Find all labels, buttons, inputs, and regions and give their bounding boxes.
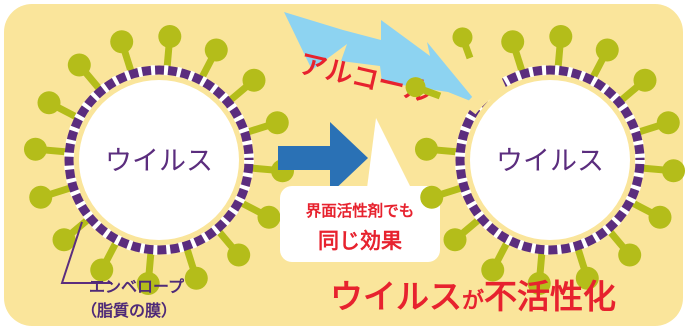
envelope-damage [464,76,508,115]
spike-knob [575,266,599,290]
result-part3: 不活性化 [484,277,616,316]
spike [443,215,484,252]
callout-line2: 同じ効果 [318,229,402,253]
envelope-label-line1: エンベロープ [89,277,185,296]
spike [90,238,121,282]
detached-spikes [405,27,474,100]
spike-knob [29,185,53,209]
spike-knob [67,53,91,77]
spike [628,198,672,229]
spike-knob [656,111,680,135]
spike [481,238,512,282]
spike-knob [52,228,76,252]
spike [639,159,686,183]
spike-knob [452,27,473,48]
spike-knob [501,30,525,54]
envelope-pointer-line [60,221,112,284]
spike [214,226,251,267]
result-part1: ウイルス [330,277,462,316]
spike-knob [227,243,251,267]
spike-knob [414,137,438,161]
spike-knob [443,228,467,252]
spike [52,215,93,252]
spike [23,137,70,161]
spike-knob [662,159,686,183]
envelope-label-line2: （脂質の膜） [81,301,177,320]
virus-spikes [23,24,295,296]
spike-knob [257,205,281,229]
spike-knob [37,91,61,115]
spike-knob [184,266,208,290]
spike [67,53,104,94]
spike [243,111,289,137]
spike [158,24,182,71]
spike-knob [265,111,289,135]
spike-knob [90,258,114,282]
spike [527,249,551,296]
spike-knob [527,272,551,296]
spike-knob [204,38,228,62]
spike-knob [481,258,505,282]
virus-spikes [414,24,686,296]
spike [37,91,81,122]
spike [110,30,136,76]
spike [182,244,208,290]
virus-body [79,80,239,240]
result-part2: が [462,288,484,314]
spike [452,27,474,60]
spike [405,77,442,100]
right-virus-label: ウイルス [496,146,604,177]
virus-icon: ウイルス [23,24,295,296]
spike-knob [242,68,266,92]
spike [549,24,573,71]
spike [605,226,642,267]
spike-knob [420,185,444,209]
right-arrow-icon [278,122,368,194]
virus-body [470,80,630,240]
virus-envelope-dashes [64,65,254,255]
spike-knob [136,272,160,296]
spike [616,68,657,105]
left-virus-label: ウイルス [105,146,213,177]
spike-knob [23,137,47,161]
spike-knob [158,24,182,48]
spike-knob [405,77,426,98]
spike [414,137,461,161]
spike-knob [549,24,573,48]
spike [197,38,228,82]
damaged-virus-icon: ウイルス [405,24,686,296]
alcohol-burst-icon [284,12,478,104]
result-text: ウイルスが不活性化 [330,277,616,316]
spike-knob [648,205,672,229]
spike [29,183,75,209]
spike [588,38,619,82]
spike [501,30,527,76]
spike-knob [110,30,134,54]
surfactant-callout: 界面活性剤でも 同じ効果 [280,118,440,262]
virus-envelope-dashes [455,65,645,255]
spike [225,68,266,105]
spike [136,249,160,296]
spike [420,183,466,209]
spike-knob [618,243,642,267]
spike-knob [595,38,619,62]
spike [634,111,680,137]
spike [237,198,281,229]
spike-knob [633,68,657,92]
callout-line1: 界面活性剤でも [306,201,415,220]
spike [573,244,599,290]
